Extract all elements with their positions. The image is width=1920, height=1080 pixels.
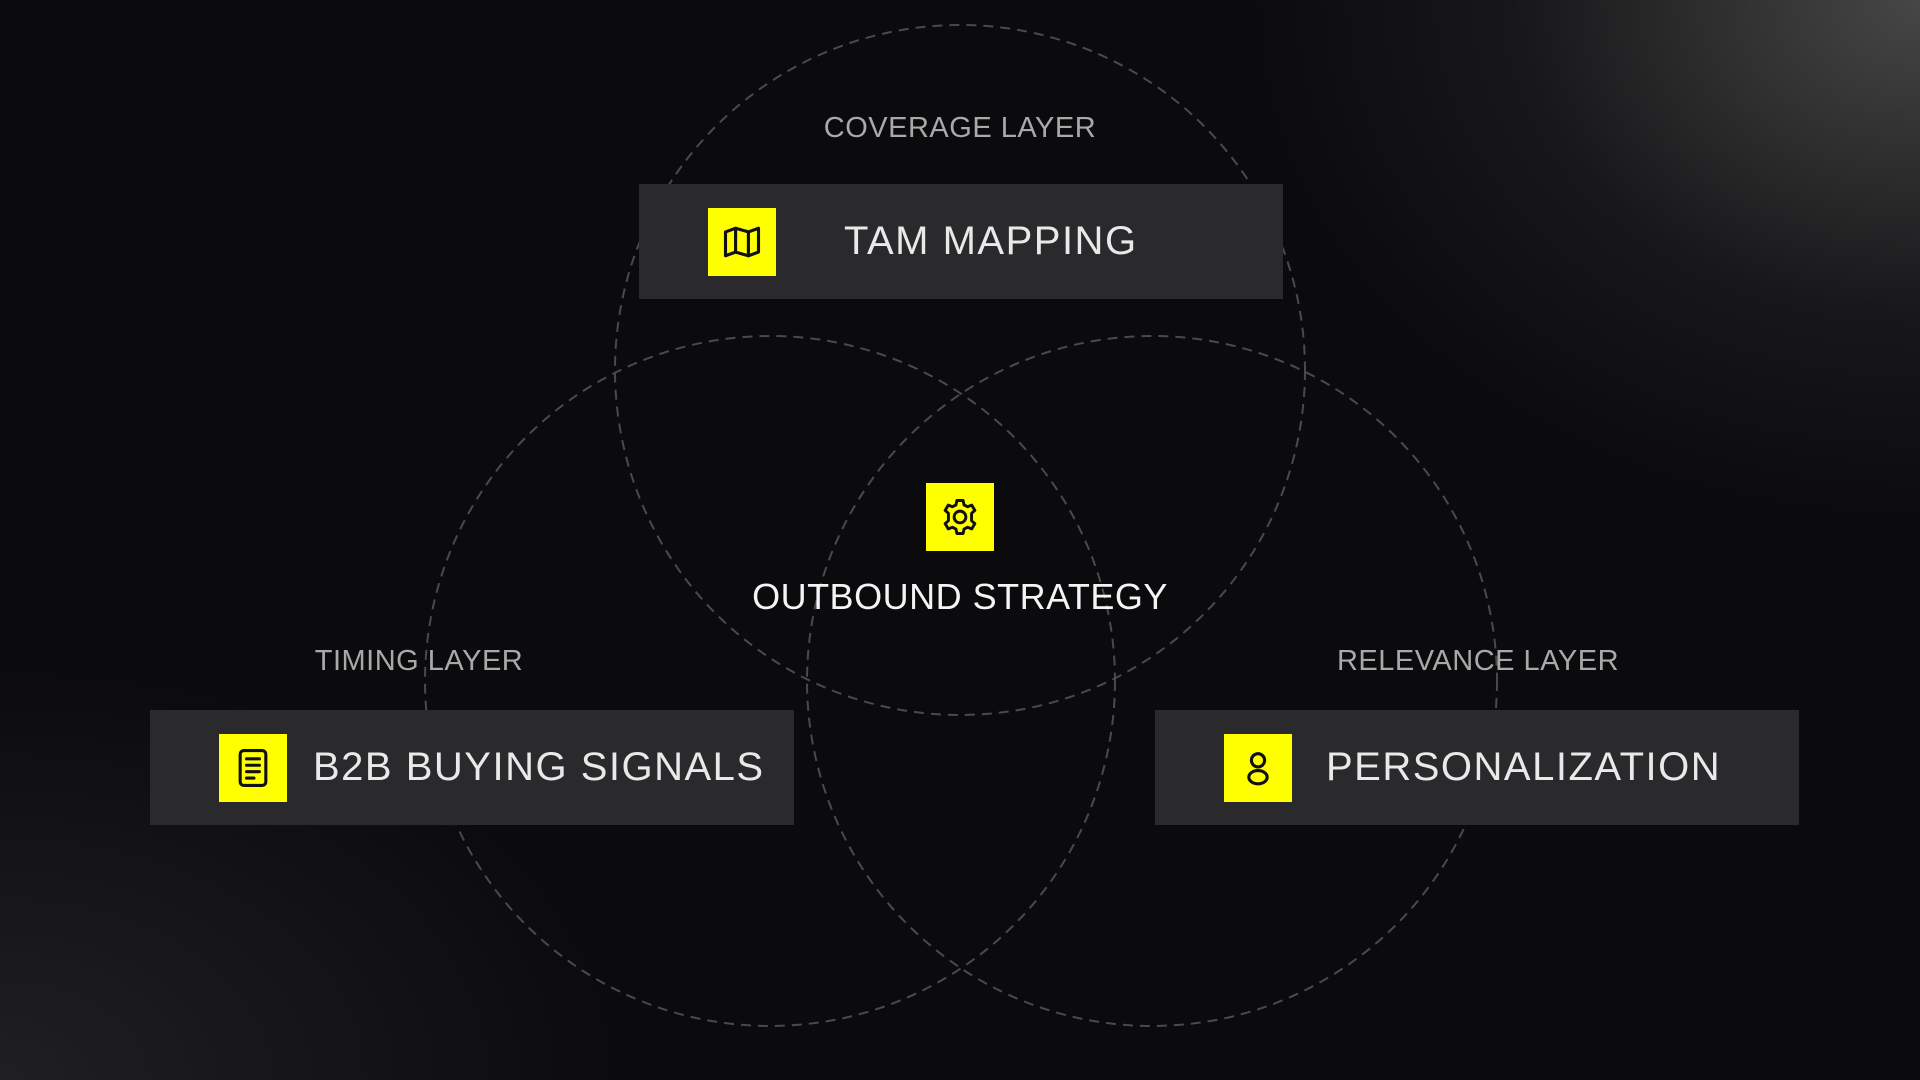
outbound-strategy-title: OUTBOUND STRATEGY [752, 576, 1168, 617]
tam-mapping-title: TAM MAPPING [844, 219, 1138, 263]
personalization-card[interactable]: PERSONALIZATION [1155, 710, 1799, 825]
personalization-title: PERSONALIZATION [1326, 745, 1722, 789]
coverage-layer-label: COVERAGE LAYER [823, 112, 1097, 144]
timing-layer-label: TIMING LAYER [314, 645, 524, 677]
person-icon [1224, 734, 1292, 802]
map-icon [708, 208, 776, 276]
b2b-buying-signals-title: B2B BUYING SIGNALS [313, 745, 765, 789]
coverage-circle [614, 24, 1306, 716]
document-icon [219, 734, 287, 802]
b2b-buying-signals-card[interactable]: B2B BUYING SIGNALS [150, 710, 794, 825]
tam-mapping-card[interactable]: TAM MAPPING [639, 184, 1283, 299]
gear-icon [926, 483, 994, 551]
relevance-circle [806, 335, 1498, 1027]
relevance-layer-label: RELEVANCE LAYER [1336, 645, 1620, 677]
timing-circle [424, 335, 1116, 1027]
